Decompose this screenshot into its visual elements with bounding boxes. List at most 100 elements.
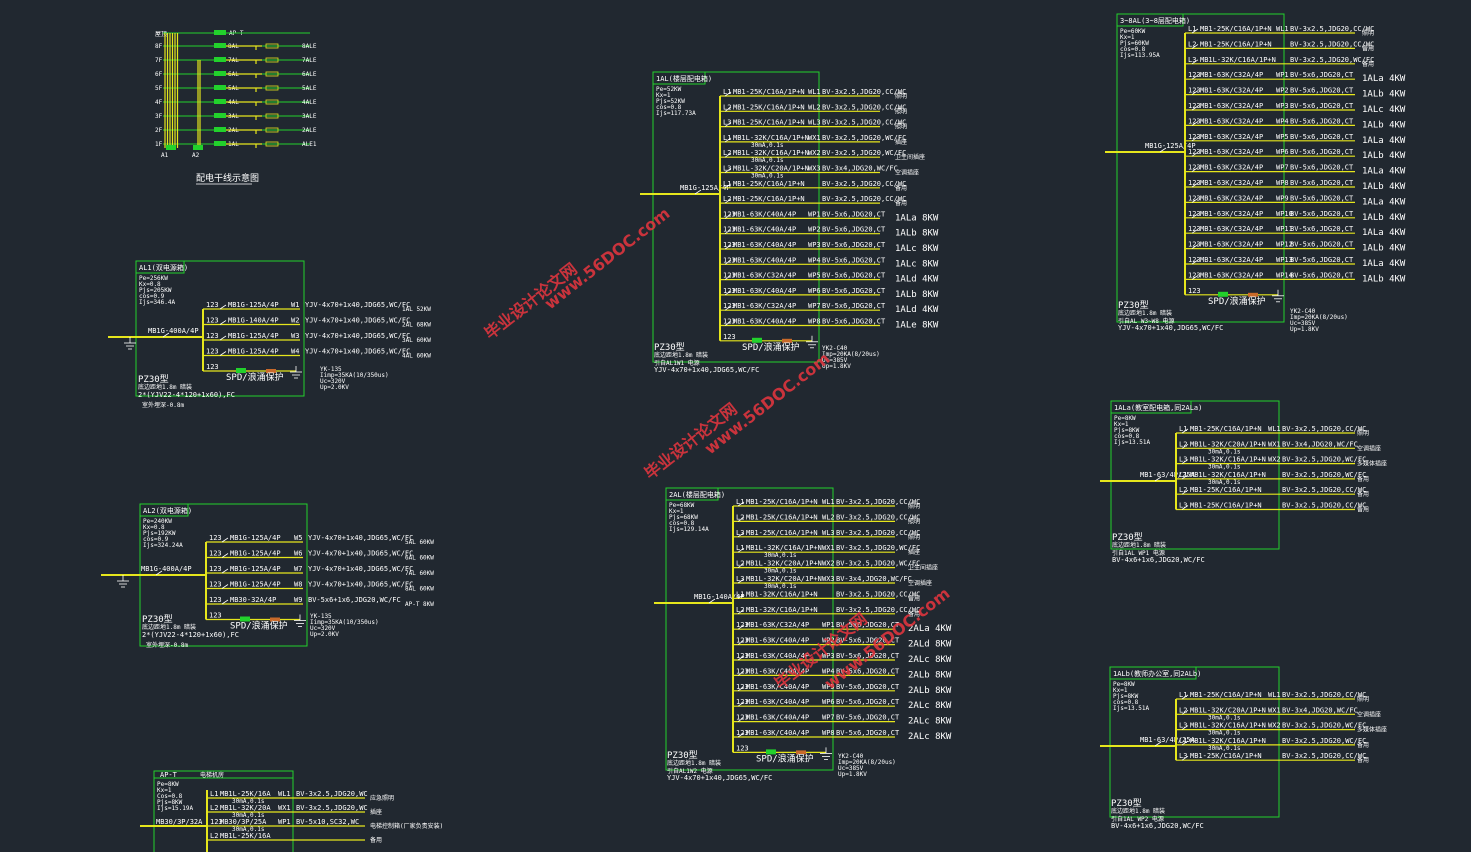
breaker-label: MB1G-125A/4P: [228, 348, 279, 356]
load-label: 卫生间插座: [895, 153, 925, 161]
load-label: 1ALc 8KW: [895, 244, 939, 254]
phase-label: L1: [723, 134, 731, 142]
circuit-no: WP2: [822, 637, 835, 645]
panel-param: Pe=60KW: [1120, 28, 1146, 35]
phase-label: 123: [723, 302, 736, 310]
load-label: 照明: [1362, 30, 1374, 37]
breaker-switch: [1181, 443, 1189, 449]
phase-label: 123: [206, 301, 219, 309]
load-label: 备用: [1362, 60, 1374, 68]
phase-label: L2: [723, 195, 731, 203]
circuit-no: WP7: [1276, 164, 1289, 172]
spd-icon: [1218, 291, 1228, 297]
spd-spec: Iimp=35KA(10/350us): [320, 372, 389, 379]
cable-label: BV-5x6+1x6,JDG20,WC/FC: [308, 596, 401, 604]
main-breaker: MB1G-400A/4P: [141, 565, 192, 573]
load-label: 1ALb 4KW: [1362, 274, 1406, 284]
cable-label: BV-3x2.5,JDG20,WC: [296, 804, 368, 812]
breaker-label: MB30-32A/4P: [230, 596, 276, 604]
cable-label: BV-3x2.5,JDG20,CC/WC: [1282, 502, 1366, 510]
breaker-switch: [724, 259, 732, 265]
load-label: 照明: [1357, 430, 1369, 437]
cable-label: BV-3x2.5,JDG20,CC/WC: [836, 606, 920, 614]
panel-marker: [166, 145, 176, 150]
fuse-icon: [266, 369, 276, 373]
breaker-switch: [1191, 244, 1199, 249]
phase-label: 123: [723, 256, 736, 264]
cable-label: BV-3x2.5,JDG20,WC/FC: [1282, 471, 1366, 479]
box-type: PZ30型: [1112, 532, 1143, 543]
load-label: 3AL 60KW: [402, 337, 431, 344]
incoming-cable: YJV-4x70+1x40,JDG65,WC/FC: [654, 366, 759, 374]
cable-label: YJV-4x70+1x40,JDG65,WC/FC: [305, 332, 410, 340]
watermark-url: www.56DOC.com: [541, 204, 674, 313]
circuit-no: WP6: [1276, 148, 1289, 156]
breaker-label: MB1-63K/C32A/4P: [1200, 164, 1263, 172]
cable-label: BV-3x2.5,JDG20,CC/WC: [836, 529, 920, 537]
breaker-switch: [1191, 44, 1199, 49]
load-label: 1ALb 4KW: [1362, 120, 1406, 130]
load-label: 空调插座: [1357, 444, 1381, 452]
cable-label: BV-5x6,JDG20,CT: [822, 226, 886, 234]
breaker-label: MB1L-32K/C16A/1P+N: [1190, 737, 1266, 745]
breaker-label: MB1-63K/C32A/4P: [1200, 87, 1263, 95]
circuit-no: WL1: [1268, 691, 1281, 699]
breaker-label: MB1-32K/C16A/1P+N: [746, 606, 818, 614]
circuit-no: WL2: [808, 103, 821, 111]
phase-label: 123: [206, 363, 219, 371]
sub-box: [265, 127, 279, 133]
breaker-switch: [155, 570, 163, 576]
spd-label: SPD/浪涌保护: [756, 752, 814, 764]
box-type: PZ30型: [667, 750, 698, 761]
phase-label: L2: [736, 560, 744, 568]
spd-spec: YK2-C40: [822, 345, 848, 352]
circuit-no: WL1: [1268, 425, 1281, 433]
circuit-no: WX1: [278, 804, 291, 812]
phase-label: 123: [206, 332, 219, 340]
panel-al2: AL2(双电源箱)Pe=240KWKx=0.8Pjs=192KWcos=0.9I…: [101, 503, 434, 649]
circuit-no: WP4: [808, 256, 821, 264]
panel-param: Ijs=117.73A: [656, 110, 696, 117]
phase-label: 123: [209, 581, 222, 589]
phase-label: 123: [1188, 194, 1201, 202]
box-type: PZ30型: [142, 614, 173, 625]
spd-spec: Uc=320V: [320, 378, 346, 385]
ground-icon: [294, 614, 306, 627]
cable-label: YJV-4x70+1x40,JDG65,WC/FC: [308, 534, 413, 542]
load-label: 2AL 68KW: [402, 322, 431, 329]
phase-label: 123: [1188, 179, 1201, 187]
circuit-no: WP1: [1276, 71, 1289, 79]
floor-label: 7F: [155, 57, 163, 64]
cable-label: BV-5x6,JDG20,CT: [1290, 87, 1354, 95]
phase-label: L2: [210, 832, 218, 840]
phase-label: L2: [1179, 440, 1187, 448]
spd-spec: Up=1.8KV: [822, 363, 851, 370]
panel-param: Ijs=15.19A: [157, 805, 194, 812]
breaker-label: MB1-63K/C40A/4P: [746, 652, 809, 660]
circuit-no: WP6: [822, 698, 835, 706]
panel-frame: [1110, 400, 1280, 550]
breaker-label: MB1L-32K/C20A/1P+N: [746, 575, 822, 583]
phase-label: 123: [1188, 148, 1201, 156]
phase-label: L3: [1179, 722, 1187, 730]
breaker-label: MB1-63K/C40A/4P: [746, 714, 809, 722]
phase-label: 123: [736, 683, 749, 691]
cable-label: BV-3x2.5,JDG20,CC/WC: [836, 590, 920, 598]
load-label: 多媒体插座: [1357, 726, 1387, 734]
spd-spec: Imp=20KA(8/20us): [838, 759, 896, 766]
breaker-switch: [737, 609, 745, 615]
breaker-label: MB1-25K/C16A/1P+N: [746, 513, 818, 521]
load-label: 插座: [370, 808, 382, 816]
spd-spec: Up=1.8KV: [838, 771, 867, 778]
breaker-switch: [724, 244, 732, 250]
sub-label: 5ALE: [302, 85, 317, 92]
breaker-label: MB1-25K/C16A/1P+N: [1200, 25, 1272, 33]
incoming-note: 引自1AL WP1 电源: [1112, 549, 1165, 557]
load-label: 2ALc 8KW: [908, 732, 952, 742]
breaker-switch: [219, 351, 227, 356]
cable-label: BV-5x6,JDG20,CT: [836, 729, 900, 737]
title-tab: [135, 260, 185, 274]
load-label: 1ALb 4KW: [1362, 90, 1406, 100]
load-label: 1ALa 4KW: [1362, 74, 1406, 84]
breaker-switch: [1181, 740, 1189, 746]
